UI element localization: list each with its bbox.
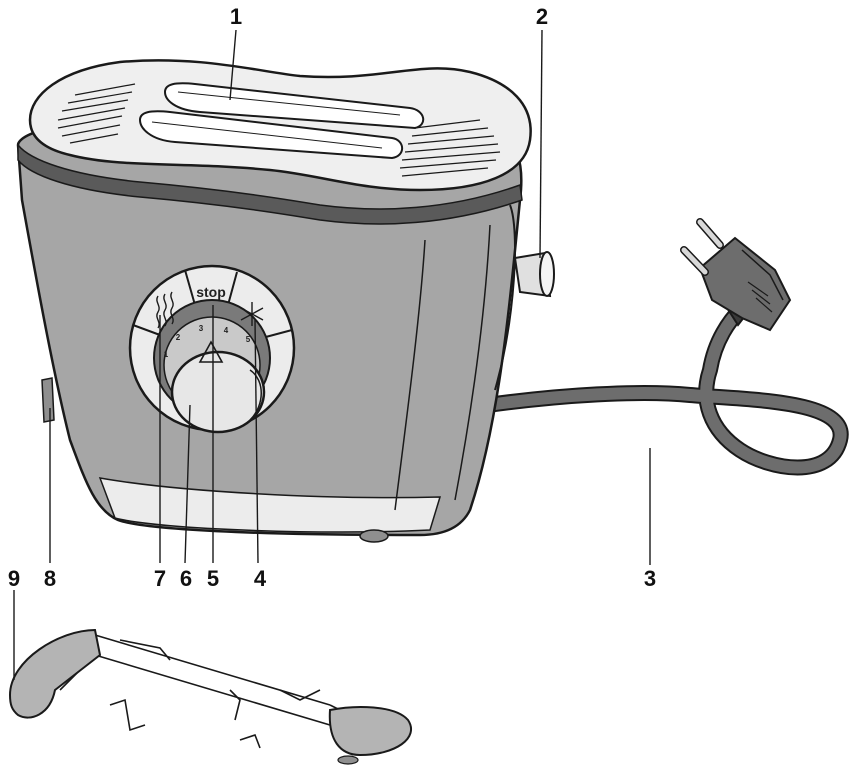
crumb-tray (8, 628, 412, 765)
leader-6 (184, 404, 191, 564)
callout-8: 8 (44, 566, 56, 591)
callout-4: 4 (254, 566, 267, 591)
power-cord (480, 302, 849, 476)
plug (680, 218, 792, 332)
dial-tick-3: 3 (199, 324, 204, 333)
triangle-icon (198, 340, 224, 363)
toaster-lid (28, 59, 532, 192)
reheat-waves-icon (156, 291, 174, 329)
dial-tick-5: 5 (246, 335, 251, 344)
callout-6: 6 (180, 566, 192, 591)
callout-2: 2 (536, 4, 548, 29)
callout-5: 5 (207, 566, 219, 591)
callout-7: 7 (154, 566, 166, 591)
control-panel (128, 264, 296, 434)
callout-leaders (13, 29, 651, 680)
leader-4 (254, 319, 259, 564)
dial-tick-1: 1 (164, 350, 169, 359)
leader-2 (539, 29, 543, 259)
dial-tick-4: 4 (224, 326, 229, 335)
callout-1: 1 (230, 4, 242, 29)
stop-label: stop (196, 284, 226, 300)
callout-9: 9 (8, 566, 20, 591)
lift-lever (513, 251, 555, 298)
snowflake-icon (240, 302, 264, 326)
dial-tick-2: 2 (176, 333, 181, 342)
top-rim (17, 142, 523, 225)
callout-3: 3 (644, 566, 656, 591)
leader-1 (229, 29, 237, 101)
